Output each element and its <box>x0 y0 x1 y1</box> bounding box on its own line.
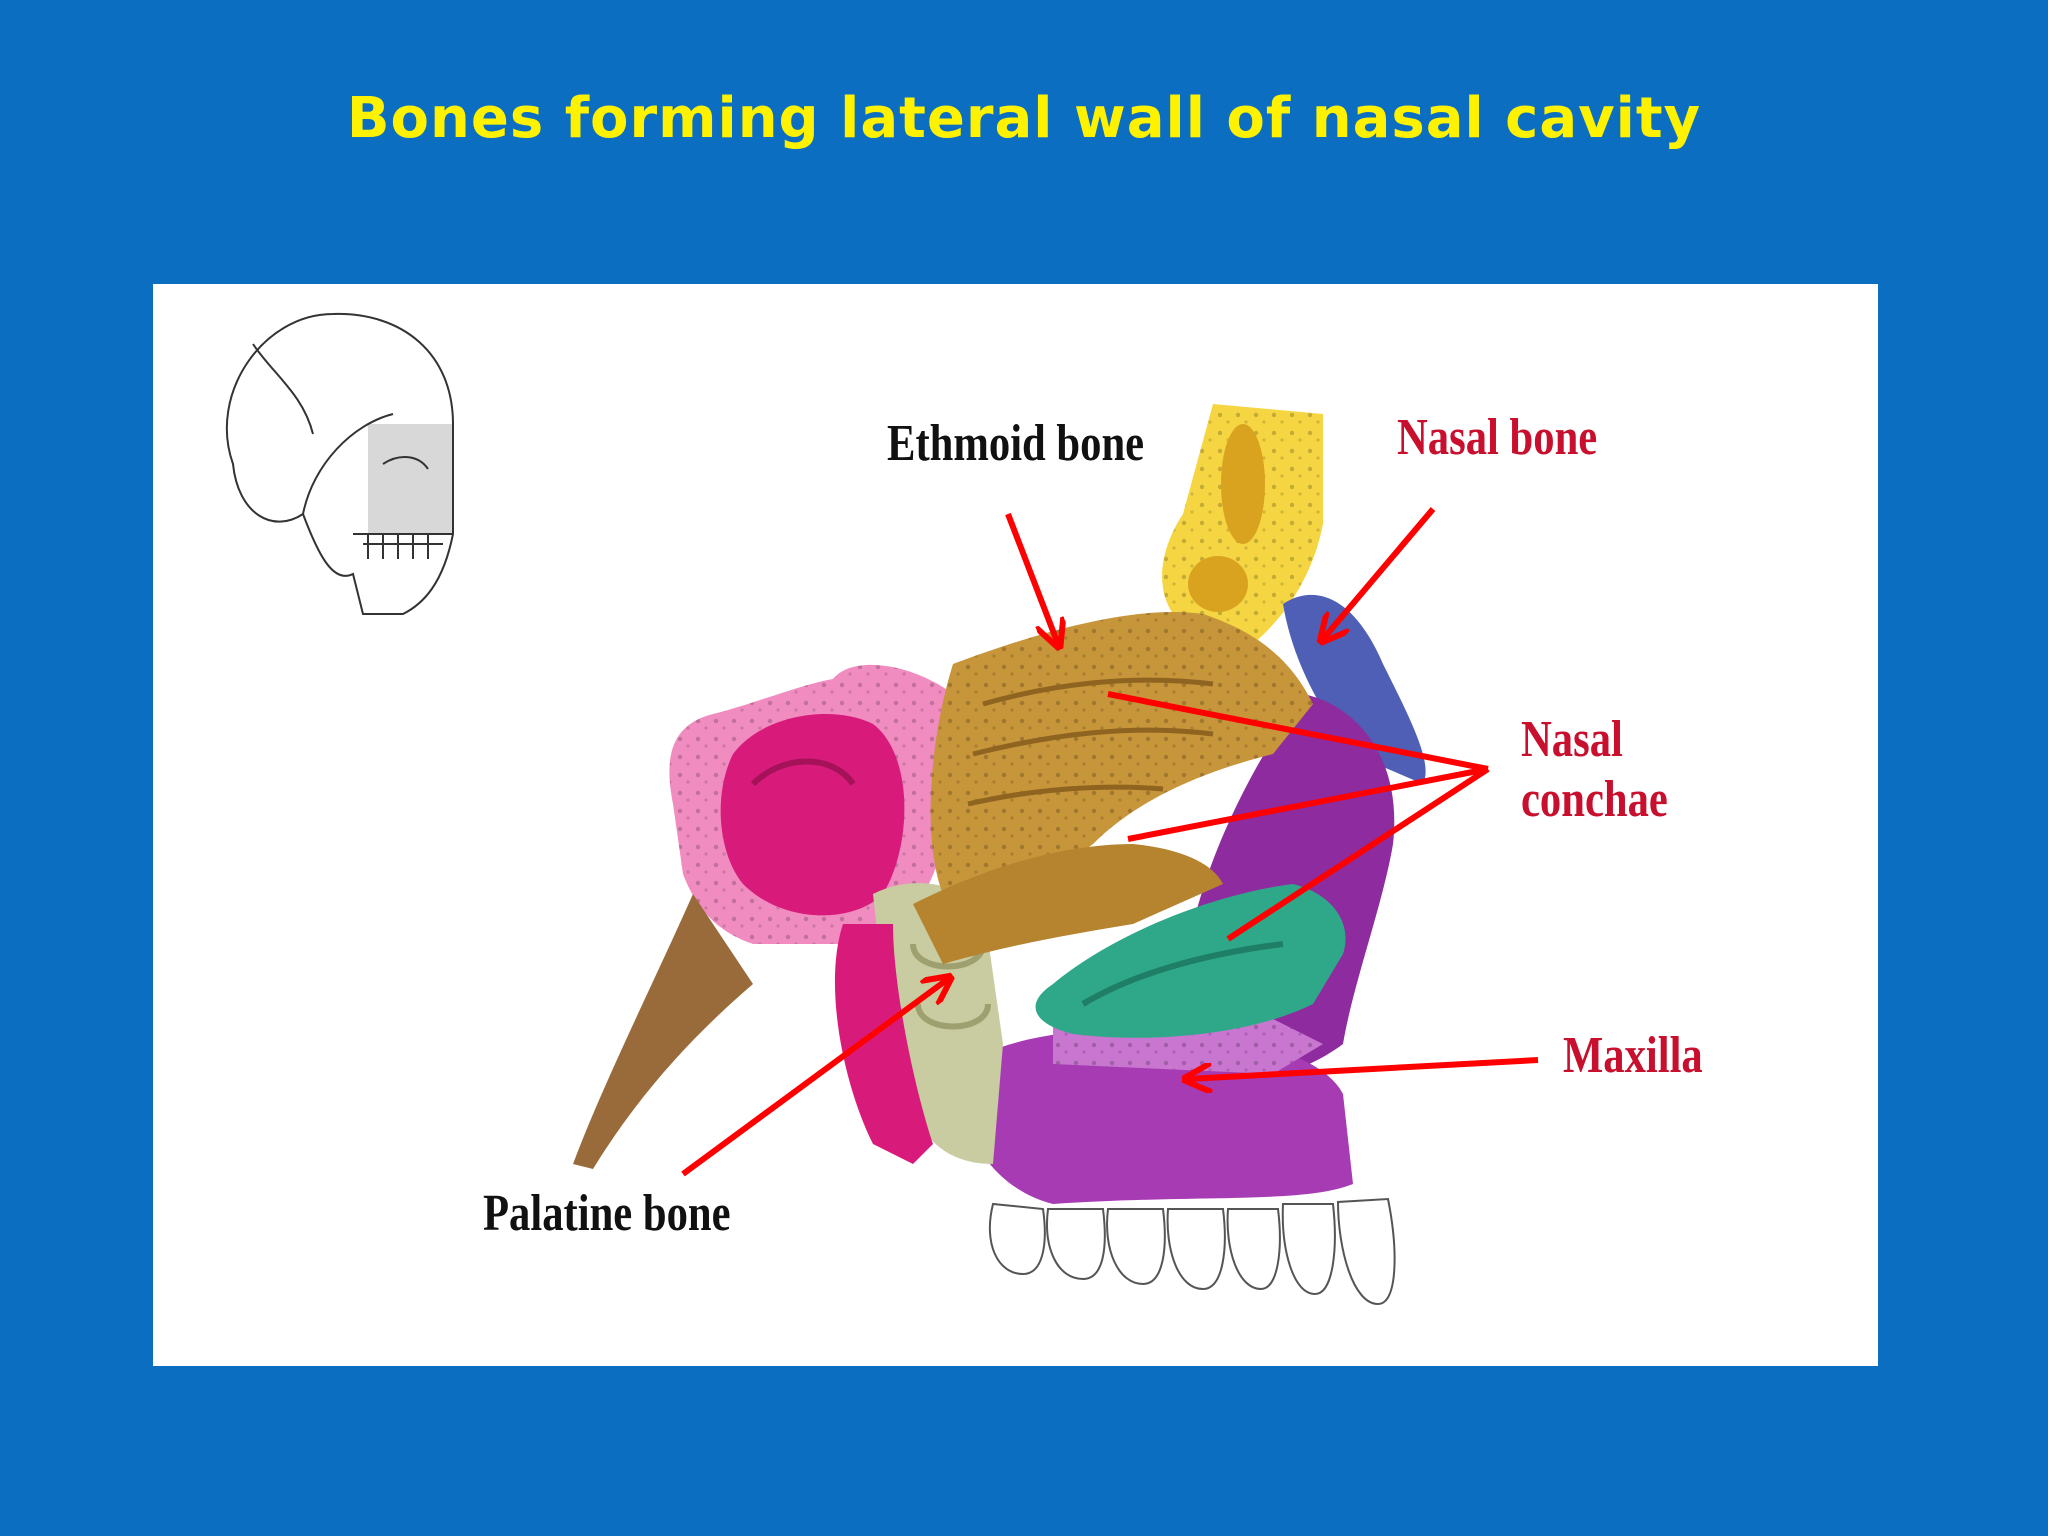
diagram-panel: Ethmoid bone Nasal bone Nasal conchae Ma… <box>153 284 1878 1366</box>
perpendicular-plate <box>834 924 933 1164</box>
pterygoid-process <box>573 894 753 1169</box>
frontal-bone <box>1162 404 1323 644</box>
arrow-palatine <box>681 979 948 1177</box>
arrow-concha-middle <box>1127 766 1489 842</box>
label-nasal-conchae: Nasal conchae <box>1521 710 1701 830</box>
label-palatine-bone: Palatine bone <box>483 1185 731 1242</box>
arrow-concha-superior <box>1107 691 1489 772</box>
nasal-cavity-illustration <box>225 312 1539 1306</box>
annotation-arrows <box>681 507 1539 1177</box>
teeth-icon <box>988 1197 1396 1306</box>
skull-thumbnail-icon <box>225 312 454 615</box>
label-nasal-bone: Nasal bone <box>1397 409 1598 466</box>
arrow-ethmoid <box>1005 512 1058 644</box>
slide-title: Bones forming lateral wall of nasal cavi… <box>346 86 1702 151</box>
arrow-nasal-bone <box>1323 507 1436 639</box>
sphenoid-bone <box>669 664 953 944</box>
arrow-concha-inferior <box>1226 766 1490 942</box>
label-nasal-conchae-line2: conchae <box>1521 770 1668 828</box>
label-nasal-conchae-line1: Nasal <box>1521 711 1623 768</box>
label-ethmoid-bone: Ethmoid bone <box>887 415 1145 472</box>
ethmoid-bone <box>913 612 1313 964</box>
label-maxilla: Maxilla <box>1563 1027 1703 1084</box>
inferior-concha-texture <box>1081 941 1284 1007</box>
arrow-maxilla <box>1188 1057 1539 1079</box>
